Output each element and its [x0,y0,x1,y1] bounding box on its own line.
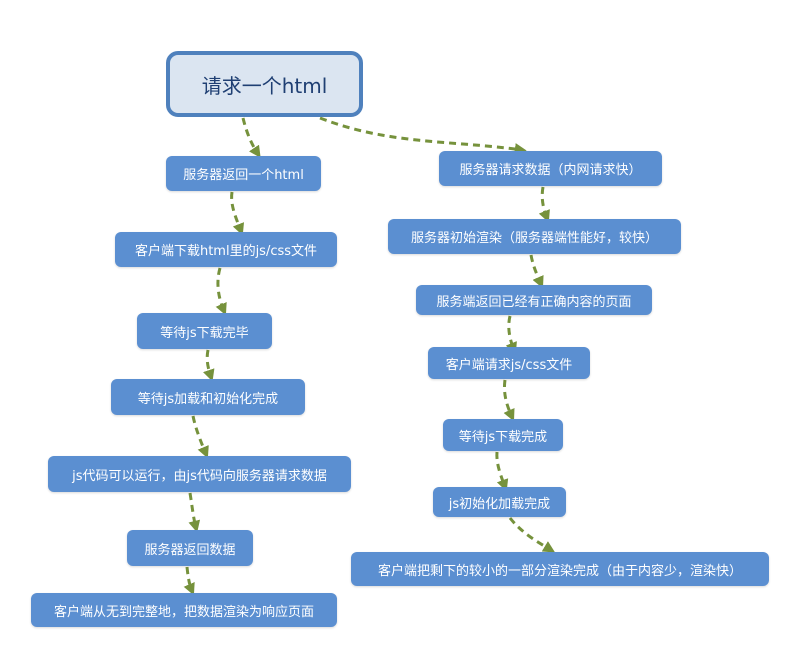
left-step-7: 客户端从无到完整地，把数据渲染为响应页面 [31,593,337,627]
arrow-root-to-right-1 [319,116,527,155]
root-node: 请求一个html [166,51,363,117]
left-step-4: 等待js加载和初始化完成 [111,379,305,415]
arrow-left-4-to-5 [191,415,209,459]
arrow-left-6-to-7 [183,566,195,596]
left-step-1: 服务器返回一个html [166,156,321,191]
arrow-right-5-to-6 [495,451,509,492]
right-step-1: 服务器请求数据（内网请求快） [439,151,662,186]
left-step-5: js代码可以运行，由js代码向服务器请求数据 [48,456,351,492]
left-step-6: 服务器返回数据 [127,530,253,566]
right-step-4: 客户端请求js/css文件 [428,347,590,379]
arrow-left-1-to-2 [230,191,245,236]
arrow-right-4-to-5 [503,379,515,422]
left-step-2: 客户端下载html里的js/css文件 [115,232,337,267]
arrow-right-6-to-7 [508,517,556,553]
right-step-6: js初始化加载完成 [433,487,566,517]
right-step-2: 服务器初始渲染（服务器端性能好，较快） [388,219,681,254]
arrow-root-to-left-1 [241,117,261,158]
right-step-7: 客户端把剩下的较小的一部分渲染完成（由于内容少，渲染快） [351,552,769,586]
arrow-left-5-to-6 [188,492,201,533]
arrow-right-2-to-3 [529,254,544,289]
arrow-left-3-to-4 [203,349,215,382]
arrow-left-2-to-3 [215,267,227,316]
arrow-right-1-to-2 [538,186,550,223]
right-step-3: 服务端返回已经有正确内容的页面 [416,285,652,315]
left-step-3: 等待js下载完毕 [137,313,272,349]
right-step-5: 等待js下载完成 [443,419,563,451]
arrow-right-3-to-4 [505,315,517,355]
